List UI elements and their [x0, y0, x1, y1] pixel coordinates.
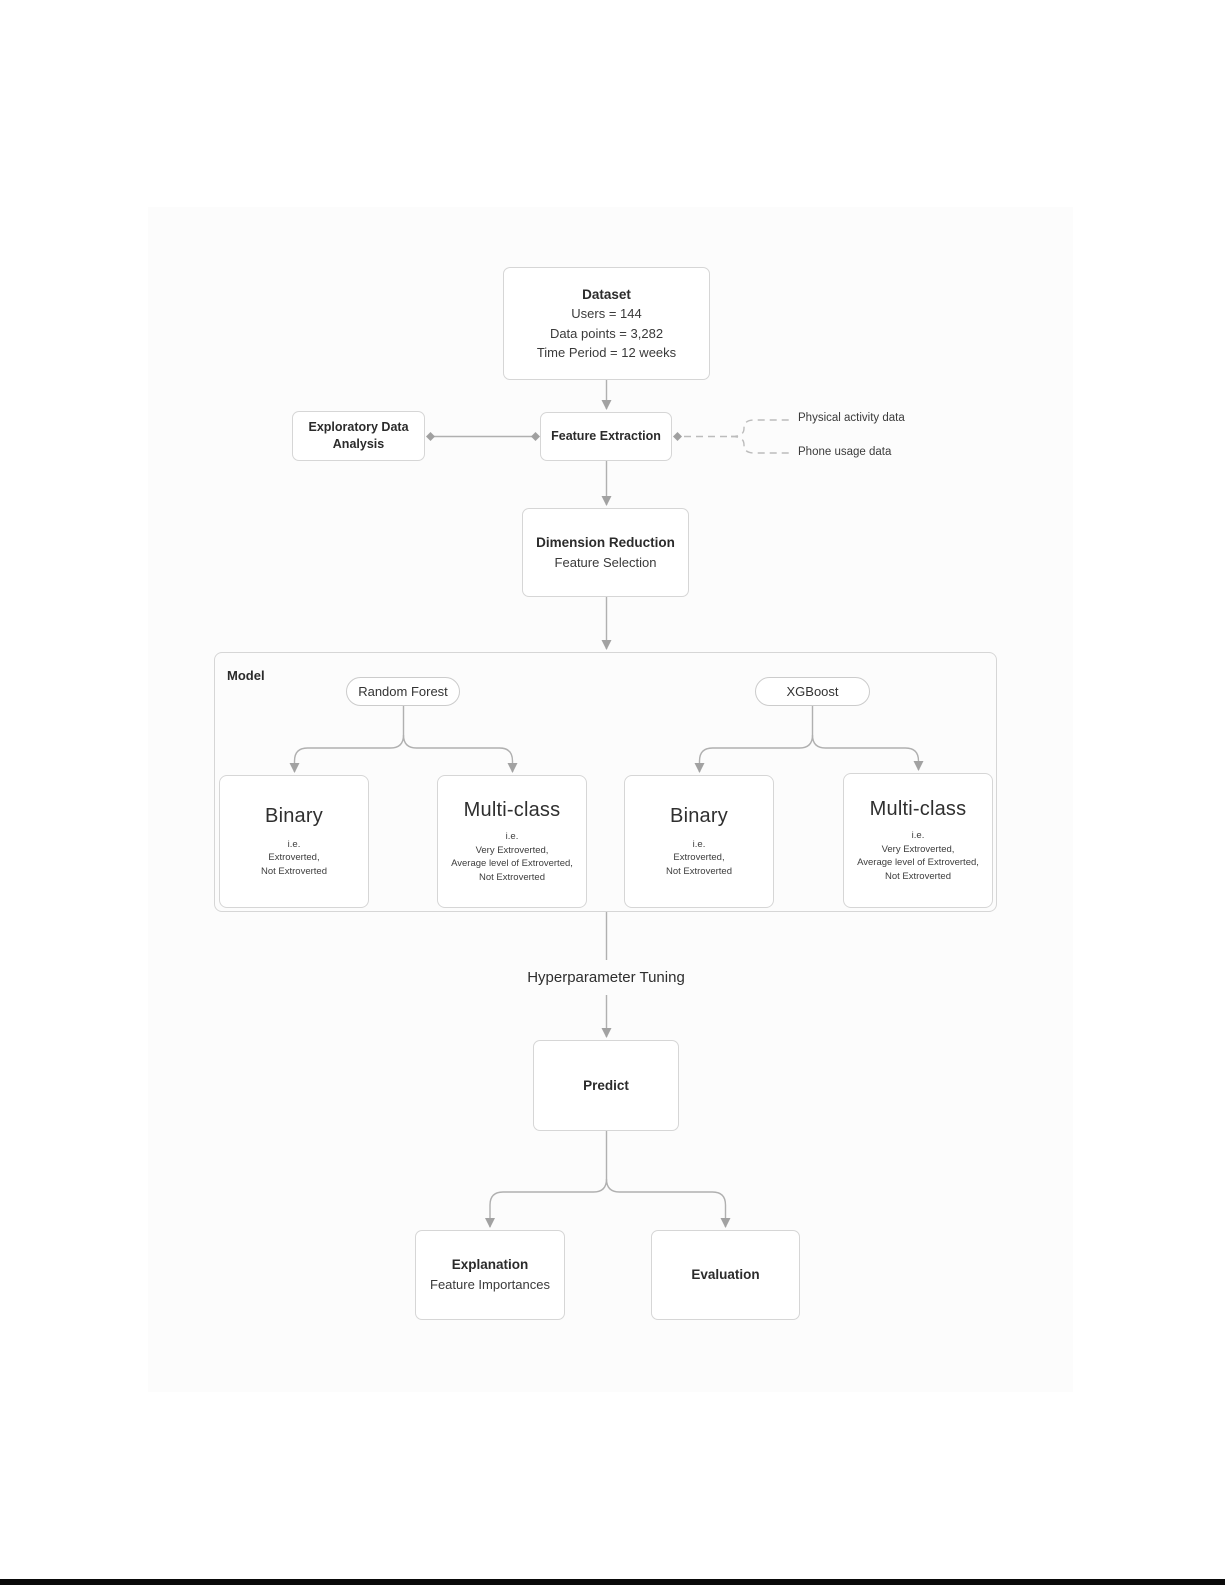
rf-binary-note-1: i.e. [287, 838, 301, 850]
dataset-node: Dataset Users = 144 Data points = 3,282 … [503, 267, 710, 380]
hyperparameter-tuning-label: Hyperparameter Tuning [527, 969, 685, 986]
evaluation-title: Evaluation [691, 1267, 760, 1282]
physical-activity-data-label: Physical activity data [798, 412, 905, 424]
rf-multiclass-title: Multi-class [463, 799, 561, 821]
rf-binary-note-2: Extroverted, [268, 852, 320, 864]
xgboost-pill: XGBoost [755, 677, 870, 706]
evaluation-node: Evaluation [651, 1230, 800, 1320]
xgb-multiclass-node: Multi-class i.e. Very Extroverted, Avera… [843, 773, 993, 908]
eda-label-line2: Analysis [332, 437, 385, 451]
rf-binary-note-3: Not Extroverted [261, 865, 327, 877]
rf-multiclass-note-1: i.e. [505, 831, 519, 842]
xgb-binary-note-2: Extroverted, [673, 852, 725, 864]
eda-label-line1: Exploratory Data [308, 420, 409, 434]
rf-multiclass-node: Multi-class i.e. Very Extroverted, Avera… [437, 775, 587, 908]
feature-selection-subtitle: Feature Selection [554, 554, 657, 570]
xgb-multiclass-title: Multi-class [869, 798, 967, 820]
rf-multiclass-note-4: Not Extroverted [479, 871, 545, 883]
xgb-multiclass-note-2: Very Extroverted, [881, 843, 955, 855]
rf-binary-title: Binary [265, 804, 323, 827]
xgb-binary-title: Binary [670, 804, 728, 827]
dataset-title: Dataset [582, 286, 631, 302]
xgb-binary-node: Binary i.e. Extroverted, Not Extroverted [624, 775, 774, 908]
xgb-multiclass-note-4: Not Extroverted [885, 870, 951, 882]
dataset-timeperiod: Time Period = 12 weeks [536, 345, 677, 360]
random-forest-pill: Random Forest [346, 677, 460, 706]
explanation-title: Explanation [451, 1257, 529, 1272]
xgb-binary-note-3: Not Extroverted [666, 865, 732, 877]
dimension-reduction-node: Dimension Reduction Feature Selection [522, 508, 689, 597]
explanation-node: Explanation Feature Importances [415, 1230, 565, 1320]
dataset-datapoints: Data points = 3,282 [549, 325, 664, 341]
model-container [214, 652, 997, 912]
xgboost-label: XGBoost [786, 684, 839, 699]
dataset-users: Users = 144 [571, 306, 642, 321]
rf-binary-node: Binary i.e. Extroverted, Not Extroverted [219, 775, 369, 908]
xgb-multiclass-note-1: i.e. [911, 830, 925, 841]
eda-node: Exploratory Data Analysis [292, 411, 425, 461]
bottom-bar [0, 1579, 1225, 1585]
feature-extraction-node: Feature Extraction [540, 412, 672, 461]
xgb-multiclass-note-3: Average level of Extroverted, [857, 857, 979, 868]
phone-usage-data-label: Phone usage data [798, 446, 892, 458]
dimension-reduction-title: Dimension Reduction [536, 534, 675, 550]
rf-multiclass-note-2: Very Extroverted, [475, 844, 549, 856]
model-label: Model [227, 668, 265, 683]
predict-label: Predict [583, 1077, 629, 1093]
rf-multiclass-note-3: Average level of Extroverted, [451, 858, 573, 869]
xgb-binary-note-1: i.e. [692, 838, 706, 850]
feature-importances-subtitle: Feature Importances [430, 1277, 550, 1292]
predict-node: Predict [533, 1040, 679, 1131]
feature-extraction-label: Feature Extraction [551, 429, 661, 443]
random-forest-label: Random Forest [358, 684, 448, 699]
